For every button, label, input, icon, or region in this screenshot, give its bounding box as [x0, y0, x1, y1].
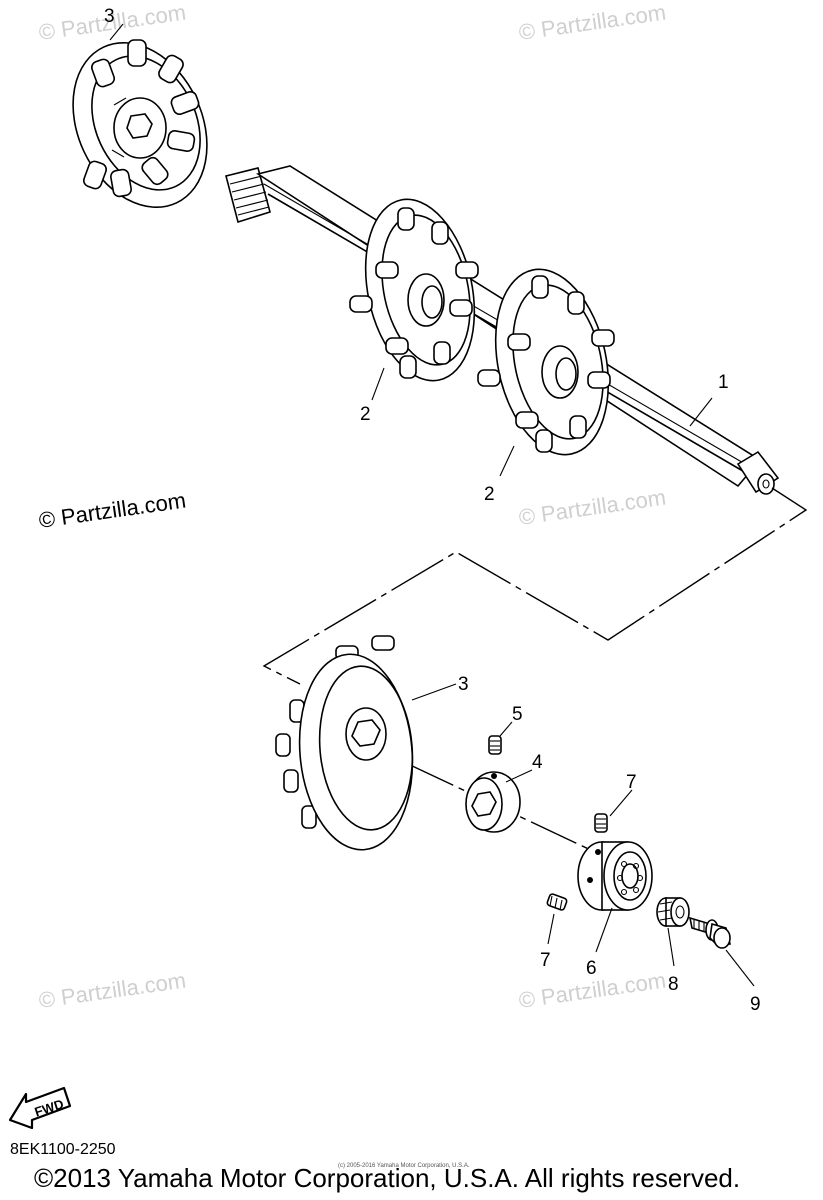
- leader-line: [371, 367, 385, 401]
- callout-9: 9: [750, 994, 761, 1015]
- leader-line: [595, 907, 613, 953]
- callout-4: 4: [532, 752, 543, 773]
- watermark-strong: © Partzilla.com: [37, 488, 187, 533]
- bolt: [688, 916, 731, 949]
- callout-2-a: 2: [360, 404, 371, 425]
- watermark: © Partzilla.com: [517, 485, 667, 530]
- callout-6: 6: [586, 958, 597, 979]
- leader-line: [505, 769, 533, 783]
- set-screw-upper: [594, 813, 608, 833]
- leader-line: [547, 913, 555, 945]
- set-screw-lower: [546, 893, 568, 911]
- nut: [656, 897, 690, 927]
- leader-line: [609, 789, 633, 817]
- callout-1: 1: [718, 372, 729, 393]
- leader-line: [411, 683, 457, 701]
- part-code: 8EK1100-2250: [10, 1141, 116, 1158]
- parts-diagram: © Partzilla.com © Partzilla.com © Partzi…: [8, 0, 808, 1130]
- leader-line: [689, 397, 713, 427]
- copyright-small: (c) 2005-2016 Yamaha Motor Corporation, …: [338, 1163, 470, 1169]
- idler-wheel-bottom: [275, 635, 414, 851]
- callout-7-upper: 7: [626, 772, 637, 793]
- callout-8: 8: [668, 974, 679, 995]
- drive-sprocket-a: [349, 198, 479, 382]
- set-screw-collar: [488, 735, 502, 755]
- leader-line: [109, 23, 124, 41]
- leader-line: [499, 445, 515, 477]
- fwd-arrow-icon: FWD: [8, 1086, 72, 1130]
- callout-3-bottom: 3: [458, 674, 469, 695]
- copyright-notice: ©2013 Yamaha Motor Corporation, U.S.A. A…: [34, 1163, 741, 1193]
- leader-line: [725, 949, 755, 987]
- leader-line: [499, 721, 513, 737]
- callout-7-lower: 7: [540, 950, 551, 971]
- watermark: © Partzilla.com: [517, 0, 667, 45]
- watermark: © Partzilla.com: [37, 968, 187, 1013]
- callout-2-b: 2: [484, 484, 495, 505]
- drive-sprocket-b: [477, 268, 615, 456]
- leader-line: [667, 927, 675, 967]
- callout-3-top: 3: [104, 6, 115, 27]
- idler-wheel-top: [72, 39, 208, 209]
- callout-5: 5: [512, 704, 523, 725]
- bearing: [577, 841, 653, 911]
- collar: [465, 771, 521, 833]
